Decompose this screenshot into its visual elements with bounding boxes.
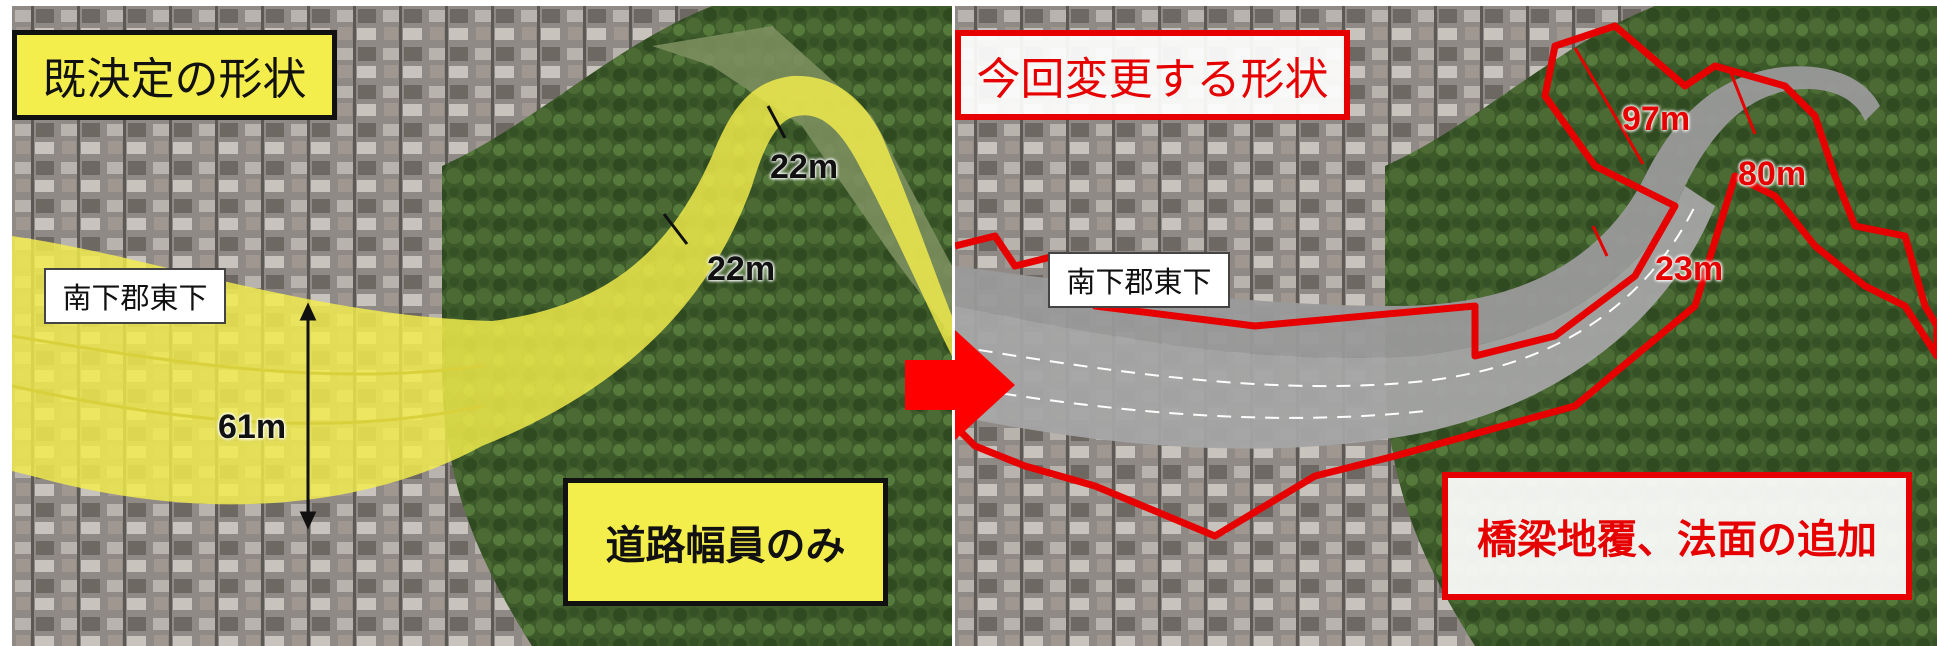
- right-dimension-3: 23m: [1655, 250, 1724, 288]
- right-bottom-label: 橋梁地覆、法面の追加: [1442, 472, 1912, 600]
- arrow-right-icon: [905, 330, 1015, 440]
- left-dimension-3: 61m: [218, 408, 287, 446]
- left-bottom-label: 道路幅員のみ: [563, 478, 888, 606]
- left-dimension-1: 22m: [770, 148, 839, 186]
- left-title: 既決定の形状: [12, 30, 337, 120]
- left-dimension-2: 22m: [707, 250, 776, 288]
- right-title: 今回変更する形状: [955, 30, 1350, 120]
- right-dimension-1: 97m: [1622, 100, 1691, 138]
- left-place-label: 南下郡東下: [44, 268, 226, 324]
- right-place-label: 南下郡東下: [1048, 252, 1230, 308]
- right-dimension-2: 80m: [1738, 155, 1807, 193]
